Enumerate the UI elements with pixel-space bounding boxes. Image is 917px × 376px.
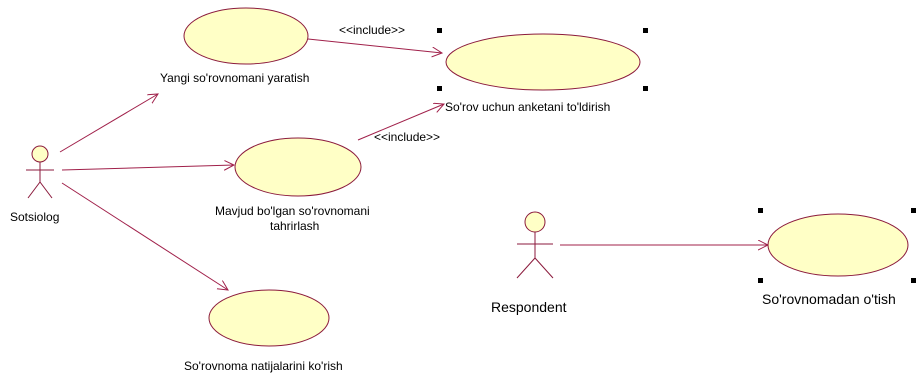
actor-sotsiolog-label: Sotsiolog bbox=[10, 210, 59, 224]
selection-handles-fill-form bbox=[437, 28, 648, 91]
usecase-edit-survey-label-line1: Mavjud bo'lgan so'rovnomani bbox=[215, 204, 370, 218]
assoc-sotsiolog-edit bbox=[61, 165, 234, 170]
usecase-create-survey-label: Yangi so'rovnomani yaratish bbox=[160, 71, 309, 85]
usecase-fill-form[interactable] bbox=[445, 33, 641, 91]
usecase-fill-form-label: So'rov uchun anketani to'ldirish bbox=[445, 100, 610, 114]
usecase-take-survey-label: So'rovnomadan o'tish bbox=[762, 291, 896, 307]
include-label-1: <<include>> bbox=[339, 23, 405, 37]
usecase-take-survey[interactable] bbox=[767, 213, 909, 277]
usecase-edit-survey[interactable] bbox=[234, 137, 362, 197]
actor-head bbox=[31, 145, 49, 163]
include-edit-fill bbox=[357, 104, 444, 141]
include-create-fill bbox=[307, 38, 442, 53]
usecase-create-survey[interactable] bbox=[183, 7, 309, 65]
actor-respondent-label: Respondent bbox=[491, 299, 567, 315]
actor-respondent[interactable] bbox=[516, 211, 554, 279]
usecase-view-results[interactable] bbox=[208, 289, 330, 347]
usecase-view-results-label: So'rovnoma natijalarini ko'rish bbox=[184, 359, 343, 373]
actor-head bbox=[524, 211, 546, 233]
assoc-sotsiolog-create bbox=[59, 94, 158, 153]
usecase-edit-survey-label-line2: tahrirlash bbox=[270, 219, 319, 233]
actor-sotsiolog[interactable] bbox=[26, 145, 54, 199]
selection-handles-take-survey bbox=[758, 208, 916, 283]
include-label-2: <<include>> bbox=[374, 130, 440, 144]
assoc-sotsiolog-results bbox=[61, 182, 228, 290]
